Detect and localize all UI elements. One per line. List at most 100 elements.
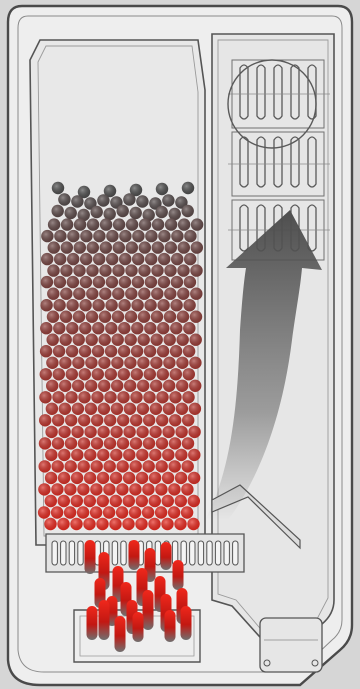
ball-shade [149,449,161,461]
ball-shade [156,206,168,218]
ball-shade [150,403,162,415]
ball-shade [157,322,169,334]
ball-shade [110,449,122,461]
ball-shade [162,472,174,484]
ball-shade [182,414,194,426]
ball-shade [83,518,95,530]
heating-cylinder [165,610,176,642]
ball-shade [183,299,195,311]
ball-shade [191,218,203,230]
ball-shade [105,322,117,334]
ball-shade [124,403,136,415]
ball-shade [103,506,115,518]
ball-shade [187,518,199,530]
grate-slot [61,541,66,565]
ball-shade [131,368,143,380]
ball-shade [40,322,52,334]
ball-shade [92,322,104,334]
ball-shade [149,426,161,438]
ball-shade [46,403,58,415]
ball-shade [158,253,170,265]
ball-shade [164,288,176,300]
ball-shade [72,380,84,392]
ball-shade [87,241,99,253]
ball-shade [170,299,182,311]
ball-shade [46,380,58,392]
ball-shade [189,357,201,369]
ball-shade [84,495,96,507]
ball-shade [126,218,138,230]
ball-shade [181,483,193,495]
ball-shade [118,345,130,357]
ball-shade [52,391,64,403]
heating-cylinder [115,616,126,652]
ball-shade [71,195,83,207]
ball-shade [151,264,163,276]
ball-shade [96,518,108,530]
ball-shade [46,357,58,369]
ball-shade [47,334,59,346]
ball-shade [80,276,92,288]
ball-shade [169,391,181,403]
ball-shade [61,218,73,230]
ball-shade [145,276,157,288]
ball-shade [113,218,125,230]
ball-shade [66,368,78,380]
ball-shade [119,253,131,265]
ball-shade [79,299,91,311]
ball-shade [60,311,72,323]
heating-cylinder [99,600,110,640]
ball-shade [73,311,85,323]
ball-shade [156,183,168,195]
ball-shade [80,230,92,242]
ball-shade [39,460,51,472]
ball-shade [52,205,64,217]
ball-shade [175,426,187,438]
ball-shade [143,414,155,426]
ball-shade [176,403,188,415]
ball-shade [162,495,174,507]
ball-shade [126,241,138,253]
ball-shade [72,357,84,369]
ball-shade [119,276,131,288]
ball-shade [177,311,189,323]
ball-shade [53,322,65,334]
ball-shade [73,334,85,346]
ball-shade [142,483,154,495]
ball-shade [169,208,181,220]
ball-shade [106,230,118,242]
ball-shade [130,391,142,403]
ball-shade [144,322,156,334]
heating-cylinder [87,606,98,640]
ball-shade [54,230,66,242]
ball-shade [52,182,64,194]
ball-shade [171,230,183,242]
ball-shade [52,437,64,449]
ball-shade [112,334,124,346]
ball-shade [123,193,135,205]
ball-shade [170,322,182,334]
heating-cylinder [181,606,192,640]
ball-shade [67,253,79,265]
ball-shade [139,218,151,230]
ball-shade [71,426,83,438]
ball-shade [170,368,182,380]
ball-shade [86,264,98,276]
ball-shade [169,437,181,449]
heating-cylinder [133,612,144,642]
ball-shade [48,241,60,253]
ball-shade [65,437,77,449]
ball-shade [65,414,77,426]
heating-cylinder [143,590,154,630]
ball-shade [110,426,122,438]
ball-shade [184,276,196,288]
ball-shade [137,357,149,369]
ball-shade [97,194,109,206]
ball-shade [61,241,73,253]
ball-shade [144,299,156,311]
ball-shade [113,241,125,253]
ball-shade [52,414,64,426]
ball-shade [178,218,190,230]
ball-shade [97,426,109,438]
ball-shade [104,414,116,426]
